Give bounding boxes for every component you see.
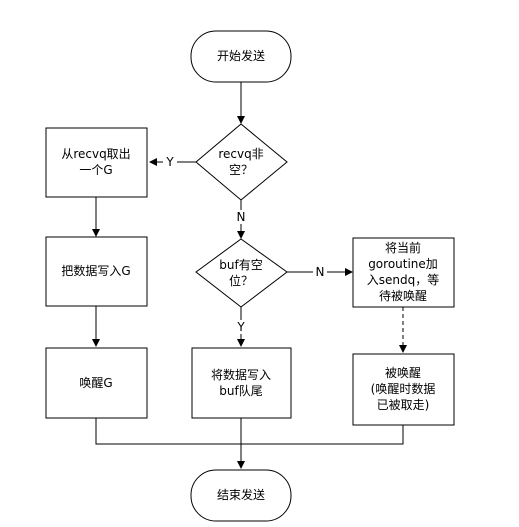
label-buf-no: N <box>316 265 325 279</box>
node-text-line: 开始发送 <box>217 48 265 63</box>
node-text-line: buf队尾 <box>219 383 262 398</box>
node-start: 开始发送 <box>190 30 292 83</box>
label-recvq-yes: Y <box>165 155 174 169</box>
node-woken-text: 被唤醒(唤醒时数据已被取走) <box>371 366 436 412</box>
node-recvq-check: recvq非空？ <box>195 123 288 201</box>
node-wake-g-text: 唤醒G <box>79 376 112 390</box>
node-write-to-g-text: 把数据写入G <box>61 263 130 278</box>
node-text-line: buf有空 <box>219 258 262 272</box>
node-end-text: 结束发送 <box>217 487 265 502</box>
node-buf-check: buf有空位？ <box>195 238 288 308</box>
node-recvq-check-text: recvq非空？ <box>218 147 263 177</box>
line-woken-to-end <box>241 425 404 445</box>
node-text-line: 待被唤醒 <box>379 289 427 303</box>
node-start-text: 开始发送 <box>217 48 265 63</box>
node-buf-check-text: buf有空位？ <box>219 258 262 288</box>
node-write-to-g: 把数据写入G <box>45 236 148 307</box>
label-buf-yes: Y <box>236 320 245 334</box>
edge-labels: Y N Y N <box>163 155 327 334</box>
node-text-line: 一个G <box>79 163 112 177</box>
node-text-line: 把数据写入G <box>61 263 130 278</box>
node-text-line: 空？ <box>229 163 253 177</box>
node-text-line: goroutine加 <box>368 257 438 271</box>
node-text-line: recvq非 <box>218 147 263 161</box>
node-woken: 被唤醒(唤醒时数据已被取走) <box>352 353 455 426</box>
node-text-line: 唤醒G <box>79 376 112 390</box>
node-text-line: 入sendq，等 <box>367 273 439 287</box>
node-text-line: 位？ <box>229 273 253 288</box>
node-text-line: 已被取走) <box>377 398 430 412</box>
node-text-line: 从recvq取出 <box>61 147 130 161</box>
node-text-line: 将当前 <box>385 240 421 255</box>
node-text-line: 将数据写入 <box>211 367 271 382</box>
node-take-from-recvq-text: 从recvq取出一个G <box>61 147 130 177</box>
node-join-sendq-text: 将当前 goroutine加入sendq，等待被唤醒 <box>367 240 439 303</box>
node-text-line: 结束发送 <box>217 487 265 502</box>
node-join-sendq: 将当前 goroutine加入sendq，等待被唤醒 <box>352 237 455 308</box>
node-wake-g: 唤醒G <box>45 347 148 419</box>
node-text-line: 被唤醒 <box>385 366 421 380</box>
node-end: 结束发送 <box>190 469 292 522</box>
line-wake-to-end <box>95 418 241 445</box>
node-text-line: (唤醒时数据 <box>371 381 436 396</box>
label-recvq-no: N <box>237 210 246 224</box>
node-take-from-recvq: 从recvq取出一个G <box>45 127 148 198</box>
